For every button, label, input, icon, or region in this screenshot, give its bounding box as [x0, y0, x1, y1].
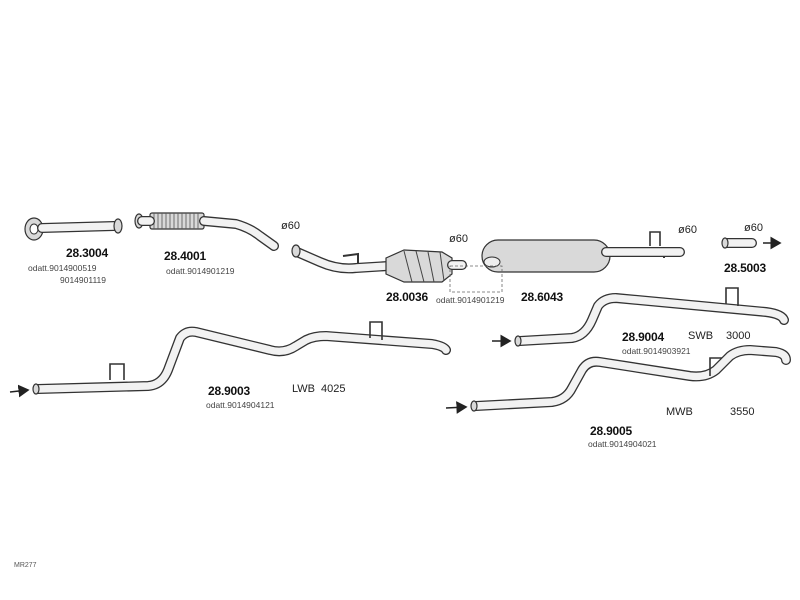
ref-28-9004: odatt.9014903921: [622, 346, 691, 356]
part-number-28-9004: 28.9004: [622, 330, 664, 344]
tailpipe-28-9003: [9, 321, 451, 398]
length-28-9003: 4025: [321, 383, 346, 395]
ref-28-0036: odatt.9014901219: [436, 295, 505, 305]
tail-tip-28-5003: [721, 236, 782, 250]
part-number-28-5003: 28.5003: [724, 261, 766, 275]
length-28-9005: 3550: [730, 406, 755, 418]
part-number-28-3004: 28.3004: [66, 246, 108, 260]
muffler-28-6043: [481, 231, 685, 273]
diameter-label-2: ø60: [449, 233, 468, 245]
tailpipe-28-9004: [492, 287, 789, 348]
length-28-9004: 3000: [726, 330, 751, 342]
catalytic-converter-28-0036: [291, 244, 467, 283]
ref-28-4001: odatt.9014901219: [166, 266, 235, 276]
dashed-connector: [449, 265, 503, 293]
part-number-28-4001: 28.4001: [164, 249, 206, 263]
part-number-28-9005: 28.9005: [590, 424, 632, 438]
diameter-label-3: ø60: [678, 224, 697, 236]
diameter-label-4: ø60: [744, 222, 763, 234]
ref-28-9003: odatt.9014904121: [206, 400, 275, 410]
tailpipe-28-9005: [445, 345, 791, 414]
diagram-code: MR277: [14, 562, 37, 569]
front-pipe-28-3004: [24, 217, 123, 241]
ref-28-9005: odatt.9014904021: [588, 439, 657, 449]
variant-28-9005: MWB: [666, 406, 693, 418]
part-number-28-6043: 28.6043: [521, 290, 563, 304]
part-number-28-0036: 28.0036: [386, 290, 428, 304]
diameter-label-1: ø60: [281, 220, 300, 232]
part-number-28-9003: 28.9003: [208, 384, 250, 398]
variant-28-9003: LWB: [292, 383, 316, 395]
flex-pipe-28-4001: [134, 212, 279, 251]
variant-28-9004: SWB: [688, 330, 714, 342]
ref2-28-3004: 9014901119: [60, 275, 107, 285]
ref-28-3004: odatt.9014900519: [28, 263, 97, 273]
